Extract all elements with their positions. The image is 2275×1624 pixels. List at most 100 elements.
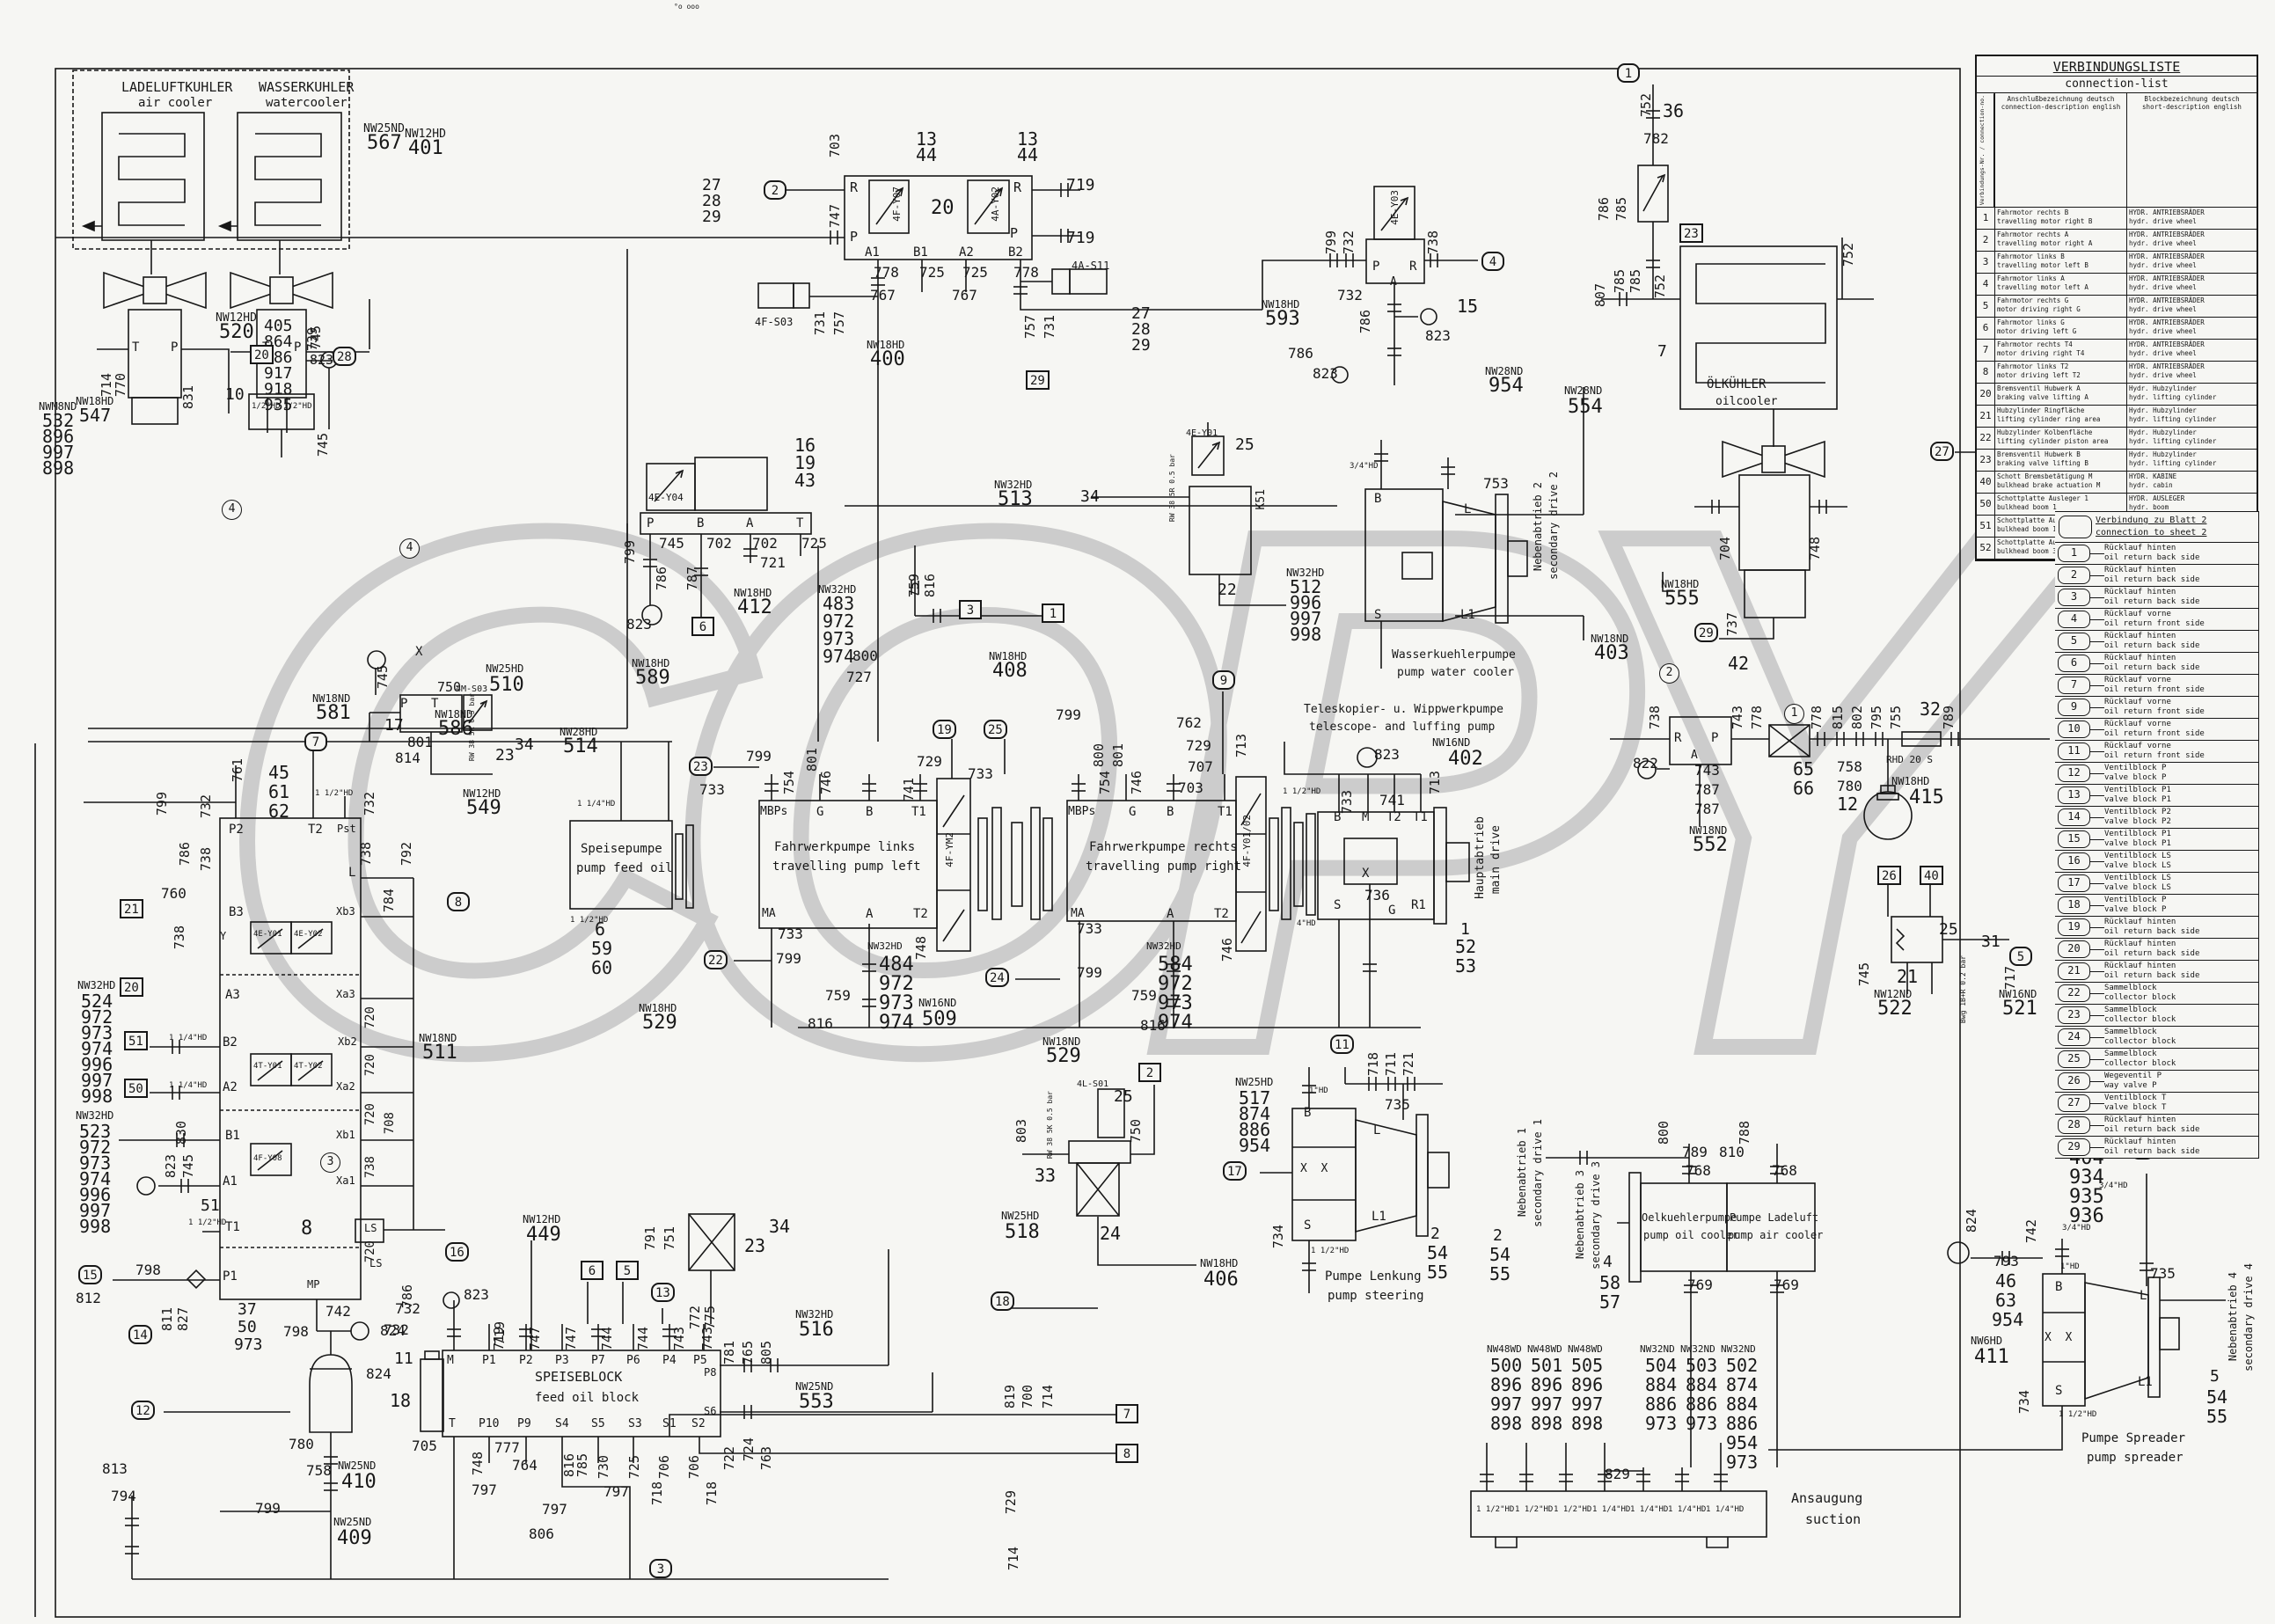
sheet2-row-badge[interactable]: 23 <box>2058 1006 2090 1024</box>
sheet-connector[interactable]: 9 <box>1212 670 1235 690</box>
sheet2-row-badge[interactable]: 15 <box>2058 830 2090 848</box>
sheet-connector[interactable]: 17 <box>1223 1161 1247 1181</box>
sheet-connector[interactable]: 8 <box>447 892 470 911</box>
sheet2-row-badge[interactable]: 28 <box>2058 1116 2090 1134</box>
sheet2-row-badge[interactable]: 29 <box>2058 1138 2090 1156</box>
sheet2-row-badge[interactable]: 2 <box>2058 567 2090 584</box>
sheet-connector[interactable]: 2 <box>1138 1063 1161 1082</box>
sheet-connector[interactable]: 29 <box>1694 623 1718 642</box>
sheet-connector[interactable]: 26 <box>1877 866 1901 885</box>
sheet-connector[interactable]: 1 <box>1617 63 1640 83</box>
sheet2-row-badge[interactable]: 21 <box>2058 962 2090 980</box>
sheet-connector[interactable]: 11 <box>1330 1035 1354 1054</box>
sheet2-row-badge[interactable]: 7 <box>2058 677 2090 694</box>
sheet-connector[interactable]: 7 <box>1116 1404 1138 1423</box>
sheet2-row-badge[interactable]: 5 <box>2058 633 2090 650</box>
sheet2-row-badge[interactable]: 19 <box>2058 918 2090 936</box>
sheet2-row-badge[interactable]: 1 <box>2058 545 2090 562</box>
sheet-connector[interactable]: 5 <box>2009 947 2032 966</box>
sheet-connector[interactable]: 18 <box>991 1291 1014 1311</box>
sheet-connector[interactable]: 22 <box>704 950 728 969</box>
sheet-connector[interactable]: 12 <box>131 1401 155 1420</box>
sheet2-row-badge[interactable]: 12 <box>2058 764 2090 782</box>
sheet-connector[interactable]: 20 <box>120 977 143 997</box>
sheet-connector[interactable]: 28 <box>333 347 356 366</box>
sheet2-row-badge[interactable]: 9 <box>2058 699 2090 716</box>
sheet-connector[interactable]: 50 <box>124 1079 148 1098</box>
sheet-connector[interactable]: 4 <box>1481 252 1504 271</box>
sheet-connector[interactable]: 7 <box>304 732 327 751</box>
sheet-connector[interactable]: 20 <box>250 345 274 364</box>
sheet-connector[interactable]: 40 <box>1920 866 1943 885</box>
sheet-connector[interactable]: 5 <box>616 1261 639 1280</box>
sheet2-row-badge[interactable]: 10 <box>2058 721 2090 738</box>
sheet-connector[interactable]: 21 <box>120 899 143 918</box>
sheet2-row-badge[interactable]: 18 <box>2058 896 2090 914</box>
sheet2-row-badge[interactable]: 20 <box>2058 940 2090 958</box>
sheet-connector[interactable]: 29 <box>1026 370 1050 390</box>
sheet2-row-badge[interactable]: 25 <box>2058 1050 2090 1068</box>
pipe-label: Wasserkuehlerpumpe <box>1392 648 1516 662</box>
sheet-connector[interactable]: 6 <box>691 617 714 636</box>
sheet2-row-badge[interactable]: 14 <box>2058 808 2090 826</box>
sheet-connector[interactable]: 6 <box>581 1261 603 1280</box>
sheet-connector[interactable]: 16 <box>445 1242 469 1262</box>
sheet2-row-badge[interactable]: 26 <box>2058 1072 2090 1090</box>
sheet-connector[interactable]: 23 <box>689 757 713 776</box>
sheet2-row-badge[interactable]: 22 <box>2058 984 2090 1002</box>
sheet2-row-badge[interactable]: 17 <box>2058 874 2090 892</box>
sheet2-row-badge[interactable]: 4 <box>2058 611 2090 628</box>
sheet2-row-badge[interactable]: 16 <box>2058 852 2090 870</box>
pipe-label: 11 <box>394 1350 413 1368</box>
sheet-connector[interactable]: 2 <box>764 180 786 200</box>
sheet2-row-badge[interactable]: 6 <box>2058 655 2090 672</box>
sheet-connector[interactable]: 13 <box>651 1283 675 1302</box>
sheet2-row-badge[interactable]: 11 <box>2058 743 2090 760</box>
sheet-connector[interactable]: 15 <box>78 1265 102 1284</box>
sheet-connector[interactable]: 24 <box>985 968 1009 987</box>
sheet-connector[interactable]: 3 <box>649 1559 672 1578</box>
sheet2-row-badge[interactable]: 24 <box>2058 1028 2090 1046</box>
sheet-connector[interactable]: 14 <box>128 1325 152 1344</box>
sheet-connector[interactable]: 51 <box>124 1031 148 1050</box>
sheet2-row-badge[interactable]: 3 <box>2058 589 2090 606</box>
sheet2-row-badge[interactable]: 27 <box>2058 1094 2090 1112</box>
sheet-connector[interactable]: 8 <box>1116 1444 1138 1463</box>
sheet-connector[interactable]: 27 <box>1930 442 1954 461</box>
sheet-connector[interactable]: 19 <box>933 720 956 739</box>
pipe-label: P2 <box>519 1354 533 1367</box>
sheet-connector[interactable]: 3 <box>959 600 982 619</box>
sheet-connector[interactable]: 1 <box>1042 604 1064 623</box>
sheet-connector[interactable]: 23 <box>1679 223 1703 243</box>
sheet-connector[interactable]: 25 <box>984 720 1007 739</box>
sheet2-row-badge[interactable]: 13 <box>2058 786 2090 804</box>
